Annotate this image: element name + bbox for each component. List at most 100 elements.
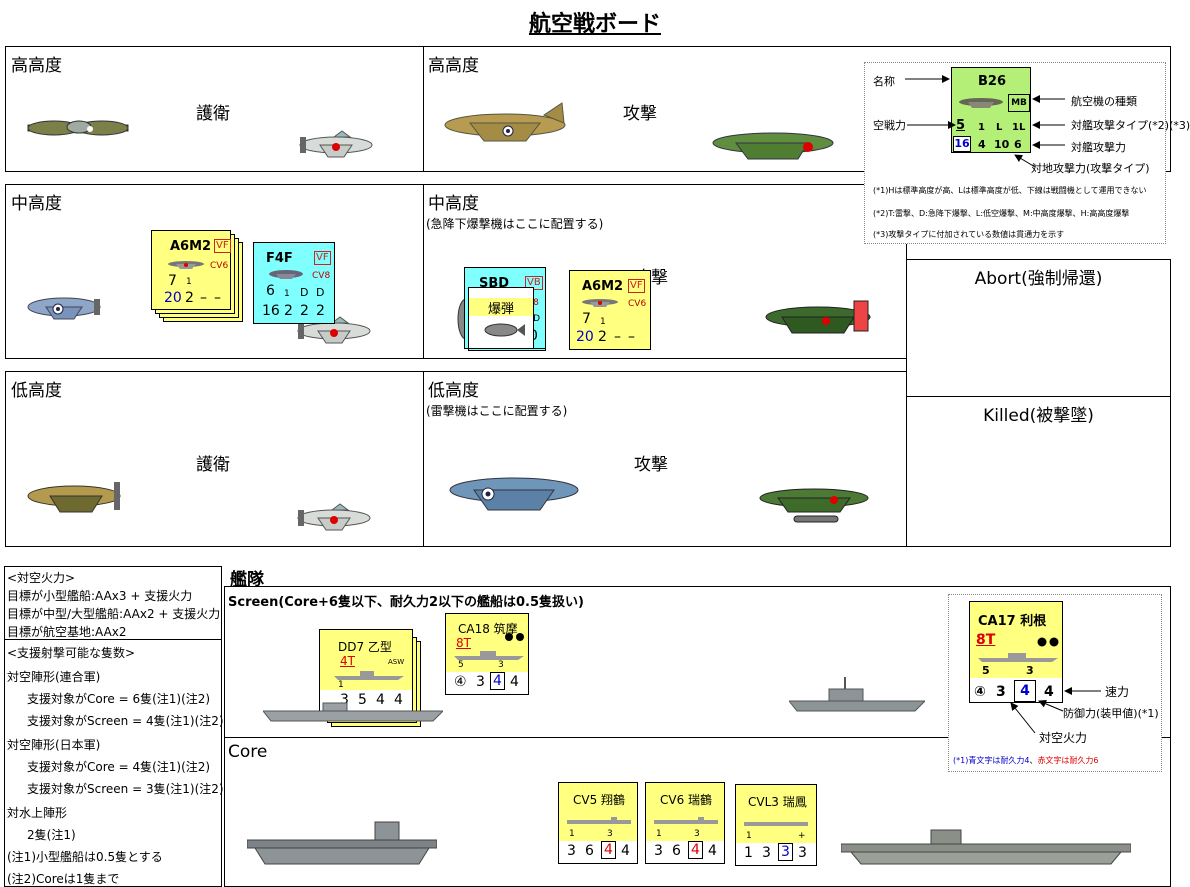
- destroyer-ship-icon[interactable]: [263, 697, 443, 723]
- ship-tag: ASW: [388, 658, 405, 666]
- altitude-label: 高高度: [428, 56, 479, 76]
- legend-aa-label: 対空火力: [1039, 731, 1088, 745]
- legend-type-1: 1: [978, 122, 985, 133]
- legend-air-label: 空戦力: [873, 119, 906, 132]
- legend-type-3: 1L: [1012, 122, 1026, 133]
- ship-value: 6: [672, 843, 681, 859]
- counter-ground: 16: [262, 303, 280, 319]
- ship-value: 3: [476, 674, 485, 690]
- aa-fire-notes: <対空火力> 目標が小型艦船:AAx3 + 支援火力 目標が中型/大型艦船:AA…: [4, 566, 222, 640]
- counter-value: –: [200, 290, 207, 306]
- ship-value: 4: [708, 843, 717, 859]
- page-title: 航空戦ボード: [528, 12, 661, 37]
- counter-ca18[interactable]: CA18 筑摩 8T 5 3 ④ 3 4 4: [445, 613, 529, 695]
- p40-icon[interactable]: [22, 472, 126, 522]
- aa-header: <対空火力>: [7, 571, 76, 585]
- counter-f4f[interactable]: F4F VF CV8 6 1 D D 16 2 2 2: [253, 242, 335, 324]
- ship-armor: 4: [490, 672, 505, 690]
- note-blue: 青文字は耐久力4: [968, 756, 1030, 765]
- counter-cv6[interactable]: CV6 瑞鶴 1 3 3 6 4 4: [645, 782, 725, 864]
- p38-icon[interactable]: [24, 105, 134, 155]
- ship-value: 6: [585, 843, 594, 859]
- japanese-carrier-ship-icon[interactable]: [841, 822, 1131, 868]
- legend-ground-attack-label: 対地攻撃力(攻撃タイプ): [1031, 162, 1150, 175]
- counter-name: A6M2: [582, 279, 624, 294]
- altitude-label: 高高度: [11, 56, 62, 76]
- ship-dots-icon: [505, 633, 524, 641]
- screen-zone[interactable]: Screen(Core+6隻以下、耐久力2以下の艦船は0.5隻扱い) DD7 乙…: [224, 586, 1171, 738]
- counter-aa-type: 1: [186, 277, 192, 287]
- counter-unit: CV6: [210, 261, 229, 271]
- ship-name: CV6 瑞鶴: [660, 793, 713, 807]
- legend-ship-attack-label: 対艦攻撃力: [1071, 141, 1126, 154]
- f4f-wildcat-icon[interactable]: [24, 285, 120, 335]
- legend-aircraft-type-label: 航空機の種類: [1071, 95, 1137, 108]
- legend-ship-stat: 5: [982, 664, 990, 677]
- counter-attack-type: D: [316, 286, 325, 299]
- support-line: 対空陣形(日本軍): [7, 738, 101, 752]
- role-label-escort: 護衛: [196, 104, 230, 124]
- note-prefix: (*1): [953, 756, 969, 765]
- role-label-attack: 攻撃: [623, 104, 657, 124]
- note-sep: 、: [1029, 756, 1038, 765]
- aircraft-counter-legend: 名称 B26 MB 5 1 L 1L 16 4 10 6 航空機の種類 空戦力 …: [864, 62, 1190, 244]
- counter-unit: CV8: [312, 271, 331, 281]
- counter-aa-type: 1: [284, 289, 290, 299]
- counter-value: –: [614, 329, 621, 345]
- carrier-ship-icon[interactable]: [247, 814, 437, 870]
- legend-durability-note: (*1)青文字は耐久力4、赤文字は耐久力6: [953, 755, 1099, 766]
- legend-sample-type: MB: [1008, 94, 1030, 112]
- destroyer-silhouette-icon: [334, 671, 404, 680]
- counter-a6m2[interactable]: A6M2 VF CV6 7 1 20 2 – –: [569, 270, 651, 350]
- zone-low-left[interactable]: 低高度 護衛: [5, 371, 424, 547]
- counter-dd7[interactable]: DD7 乙型 4T ASW 1 3 5 4 4: [319, 629, 413, 717]
- counter-cv5[interactable]: CV5 翔鶴 1 3 3 6 4 4: [558, 782, 638, 864]
- betty-bomber-icon[interactable]: [708, 119, 838, 167]
- zone-high-right[interactable]: 高高度 攻撃: [423, 46, 1171, 172]
- counter-type: VF: [214, 239, 231, 253]
- altitude-label: 低高度: [428, 381, 479, 401]
- tbf-avenger-icon[interactable]: [444, 464, 584, 522]
- bomb-icon: [484, 323, 525, 337]
- ship-stat: 1: [746, 831, 752, 841]
- counter-value: 2: [300, 303, 309, 319]
- legend-ground-value: 16: [953, 136, 971, 152]
- zone-low-right[interactable]: 低高度 (雷撃機はここに配置する) 攻撃: [423, 371, 907, 547]
- support-line: (注2)Coreは1隻まで: [7, 872, 120, 886]
- counter-air: 7: [168, 273, 177, 289]
- abort-box[interactable]: Abort(強制帰還): [906, 259, 1171, 397]
- zone-mid-left[interactable]: 中高度 A6M2 VF CV6 7 1 20 2 – – F4F VF CV8 …: [5, 184, 424, 359]
- counter-cvl3[interactable]: CVL3 瑞鳳 1 + 1 3 3 3: [735, 784, 817, 866]
- cruiser-silhouette-icon: [978, 653, 1058, 662]
- aa-line: 目標が中型/大型艦船:AAx2 + 支援火力: [7, 607, 221, 621]
- b17-icon[interactable]: [440, 97, 570, 155]
- legend-ground-3: 6: [1014, 138, 1022, 151]
- legend-ship-attack-type-label: 対艦攻撃タイプ(*2)(*3): [1071, 119, 1190, 132]
- counter-air: 7: [582, 311, 591, 327]
- ship-unit: 8T: [456, 636, 471, 650]
- bomb-marker[interactable]: 爆弾: [468, 287, 534, 349]
- carrier-silhouette-icon: [744, 822, 808, 826]
- ship-aa: 3: [654, 843, 663, 859]
- aa-line: 目標が小型艦船:AAx3 + 支援火力: [7, 589, 193, 603]
- altitude-note: (雷撃機はここに配置する): [426, 404, 568, 418]
- legend-armor-label: 防御力(装甲値)(*1): [1063, 707, 1159, 720]
- cruiser-ship-icon[interactable]: [789, 677, 925, 713]
- legend-name-label: 名称: [873, 75, 895, 88]
- counter-ground: 20: [576, 329, 594, 345]
- counter-a6m2[interactable]: A6M2 VF CV6 7 1 20 2 – –: [151, 230, 231, 310]
- legend-ship-name: CA17 利根: [978, 614, 1047, 629]
- zone-high-left[interactable]: 高高度 護衛: [5, 46, 424, 172]
- zero-fighter-icon[interactable]: [294, 496, 378, 540]
- ship-armor: 3: [778, 843, 793, 861]
- support-header: <支援射撃可能な隻数>: [7, 646, 136, 660]
- killed-box[interactable]: Killed(被撃墜): [906, 396, 1171, 547]
- counter-attack-type: D: [300, 286, 309, 299]
- kate-torpedo-bomber-icon[interactable]: [754, 476, 874, 530]
- counter-value: –: [214, 290, 221, 306]
- support-line: 2隻(注1): [27, 828, 76, 842]
- val-dive-bomber-icon[interactable]: [758, 293, 878, 345]
- zero-fighter-icon[interactable]: [296, 123, 380, 167]
- zone-mid-right[interactable]: 中高度 (急降下爆撃機はここに配置する) 攻撃 SBD VB V8 BD 0 爆…: [423, 184, 907, 359]
- core-zone[interactable]: Core CV5 翔鶴 1 3 3 6 4 4 CV6 瑞鶴 1 3 3 6 4…: [224, 737, 1171, 887]
